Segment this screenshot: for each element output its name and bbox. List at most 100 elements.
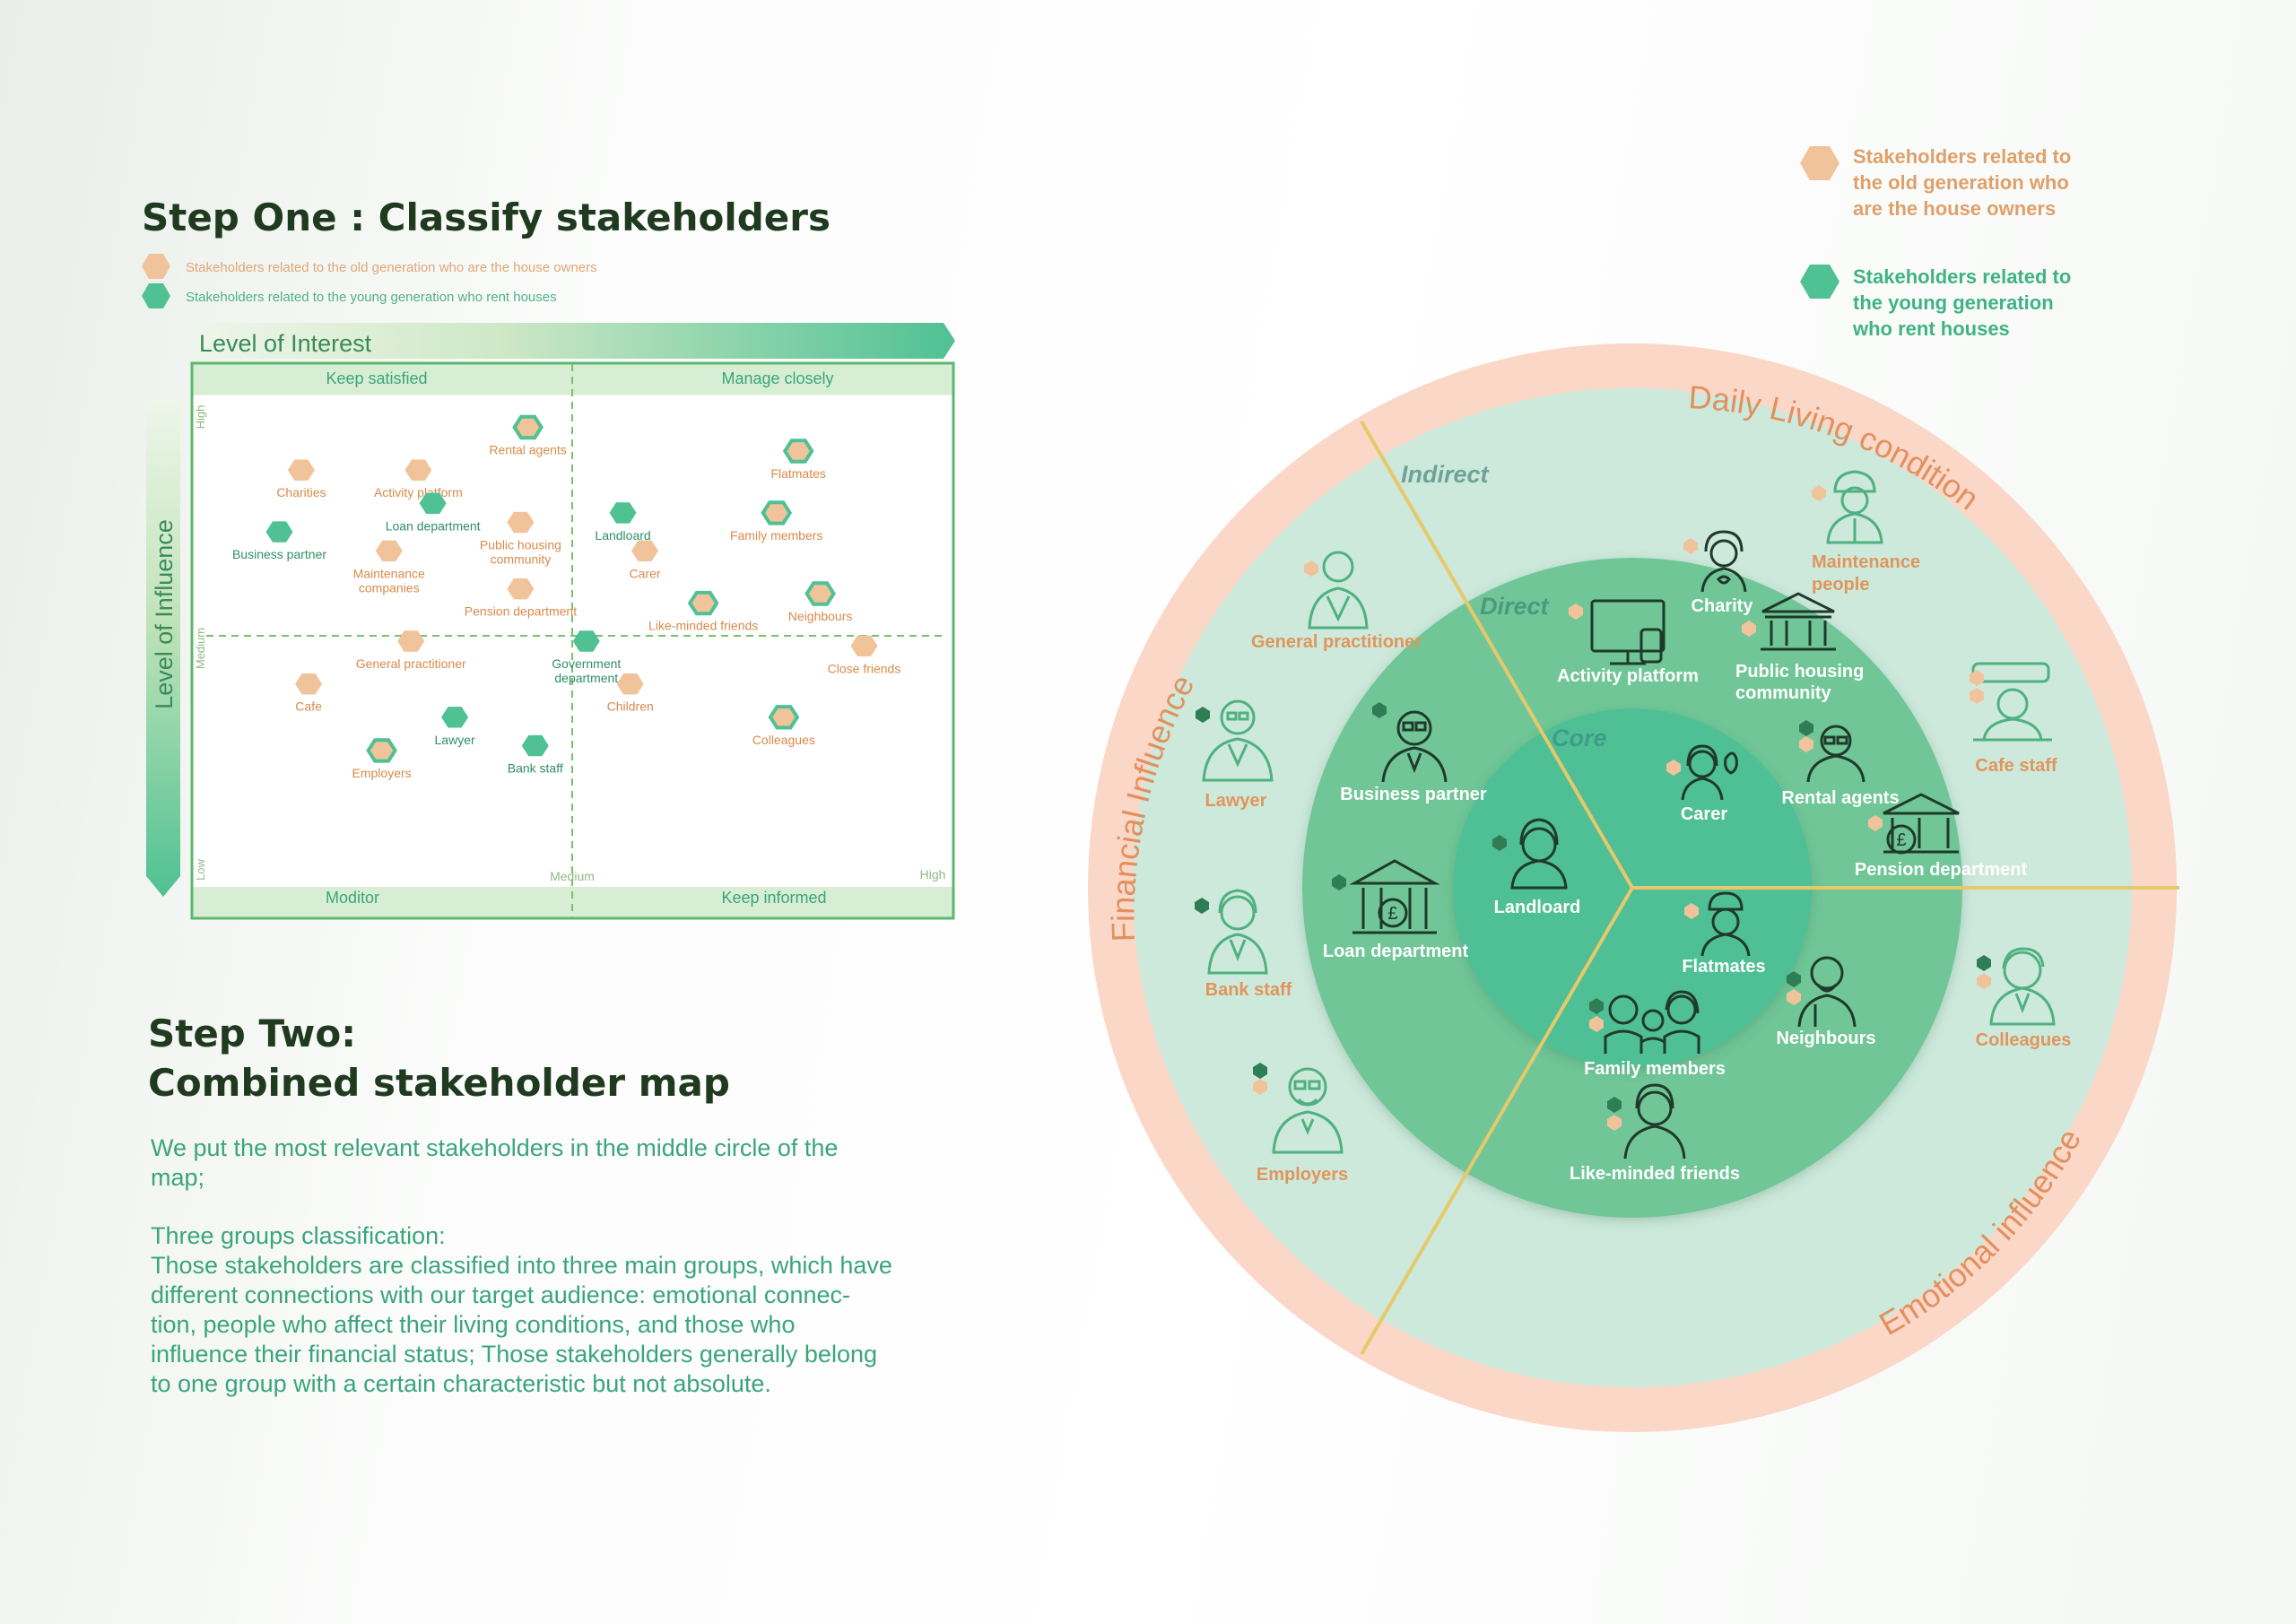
matrix-point-label: Employers [352,766,412,780]
neighbours-marker-old [1787,989,1801,1005]
matrix-point-government-department [572,630,600,652]
family-members-marker-young [1589,998,1604,1014]
legend-young-label: Stakeholders related to the young genera… [186,290,557,305]
quadrant-label-moditor: Moditor [326,889,379,907]
x-axis-label: Level of Interest [199,330,372,357]
matrix-point-maintenance-companies [375,540,403,561]
para1-line2: map; [151,1164,205,1191]
employers-marker-old [1253,1079,1267,1095]
matrix-point-rental-agents [512,414,544,440]
matrix-point-label: Flatmates [770,466,825,481]
neighbours-icon [1797,956,1857,1028]
matrix-point-label: Charities [276,485,326,499]
like-minded-friends-marker-old [1607,1115,1622,1131]
carer-icon [1681,744,1738,801]
para2-line6: to one group with a certain characterist… [151,1370,771,1397]
label-rental-agents: Rental agents [1781,788,1899,808]
map-legend-young-label: Stakeholders related to the young genera… [1853,265,2072,340]
bank-staff-marker [1195,898,1209,914]
family-members-marker-old [1589,1016,1604,1032]
matrix-point-general-practitioner [397,630,425,652]
maintenance-marker [1812,485,1826,501]
matrix-point-business-partner [265,521,293,543]
matrix-point-label: General practitioner [356,656,466,671]
stakeholder-matrix: Level of Interest Level of Influence Kee… [146,323,955,920]
y-axis-label: Level of Influence [151,519,178,709]
matrix-point-label: Bank staff [508,761,563,776]
step-two-title-line1: Step Two: [148,1012,356,1055]
lawyer-icon [1202,699,1274,782]
rental-agents-marker-young [1799,720,1813,736]
cafe-staff-icon [1971,662,2052,742]
matrix-point-label: Pension department [465,604,577,619]
loan-department-icon: £ [1349,859,1440,934]
employers-marker-young [1253,1063,1267,1079]
activity-platform-icon [1590,599,1665,665]
layer-label-indirect: Indirect [1401,461,1490,488]
matrix-point-label: Business partner [232,547,326,561]
legend-old-label: Stakeholders related to the old generati… [186,260,597,275]
matrix-point-like-minded-friends [687,590,719,616]
matrix-point-label: Like-minded friends [648,619,758,633]
matrix-point-label: Activity platform [374,485,463,499]
pension-department-marker [1868,815,1883,831]
layer-label-direct: Direct [1480,593,1550,620]
business-partner-marker [1372,702,1387,718]
label-cafe-staff: Cafe staff [1975,756,2057,776]
general-practitioner-marker [1304,560,1318,577]
matrix-point-public-housing-community [507,511,535,534]
matrix-point-children [616,673,644,695]
label-activity-platform: Activity platform [1557,666,1699,686]
public-housing-marker [1742,621,1756,637]
tick-y-low: Low [194,858,207,880]
matrix-point-carer [631,540,658,561]
para1-line1: We put the most relevant stakeholders in… [151,1134,839,1161]
matrix-point-pension-department [507,578,535,600]
label-carer: Carer [1681,804,1727,824]
matrix-point-label: Children [607,699,654,714]
label-neighbours: Neighbours [1776,1029,1875,1048]
landloard-marker [1492,835,1507,851]
para2-line3: different connections with our target au… [151,1281,850,1308]
label-lawyer: Lawyer [1205,791,1267,811]
pension-department-icon: £ [1883,793,1960,855]
label-family-members: Family members [1584,1059,1726,1079]
like-minded-friends-marker-young [1607,1097,1622,1113]
loan-department-marker [1332,874,1346,890]
label-landloard: Landloard [1494,898,1581,917]
para2-line1: Three groups classification: [151,1222,446,1249]
label-colleagues: Colleagues [1976,1030,2072,1050]
charity-marker [1683,538,1698,554]
matrix-point-label: Carer [629,566,660,580]
matrix-point-label: Government [552,656,621,671]
label-like-minded-friends: Like-minded friends [1570,1164,1740,1184]
matrix-point-neighbours [804,581,836,606]
activity-platform-marker [1569,604,1583,620]
matrix-point-label: Lawyer [435,733,475,747]
employers-icon [1272,1067,1344,1154]
quadrant-label-manage-closely: Manage closely [721,369,833,387]
label-flatmates: Flatmates [1682,957,1765,977]
matrix-point-label: Colleagues [752,733,815,747]
label-employers: Employers [1257,1165,1348,1185]
colleagues-marker-young [1977,955,1991,971]
matrix-point-label: Close friends [828,661,901,675]
colleagues-marker-old [1977,973,1991,989]
label-bank-staff: Bank staff [1205,980,1292,1000]
charity-icon [1700,530,1747,593]
matrix-point-label: department [554,671,618,685]
cafe-staff-marker-old2 [1970,688,1984,704]
label-loan-department: Loan department [1323,942,1469,961]
family-members-icon [1604,990,1700,1054]
matrix-point-bank-staff [521,734,549,757]
layer-label-core: Core [1552,725,1607,751]
tick-x-high: High [920,867,946,881]
like-minded-friends-icon [1623,1083,1686,1159]
matrix-point-activity-platform [404,459,432,481]
business-partner-icon [1381,710,1448,783]
para2-line5: influence their financial status; Those … [151,1341,877,1368]
colleagues-icon [1989,947,2056,1026]
label-charity: Charity [1692,596,1754,616]
label-pension-department: Pension department [1855,860,2028,880]
